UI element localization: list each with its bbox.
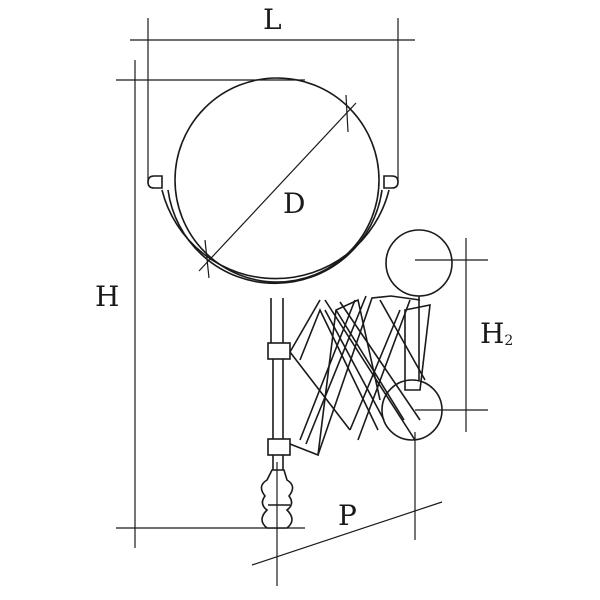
scissor-arm <box>267 295 431 470</box>
label-width: L <box>263 3 282 36</box>
label-head-height-sub: 2 <box>504 333 514 349</box>
label-head-height-main: H <box>480 317 505 350</box>
dimension-d <box>198 94 357 279</box>
label-head-height: H2 <box>480 317 514 350</box>
label-height: H <box>95 280 120 313</box>
label-projection: P <box>338 499 357 532</box>
dimension-l <box>130 18 415 182</box>
wall-base <box>381 229 453 441</box>
mirror-head <box>147 77 399 343</box>
dimension-p <box>251 432 443 586</box>
dimension-h2 <box>415 238 488 432</box>
label-diameter: D <box>283 187 306 220</box>
